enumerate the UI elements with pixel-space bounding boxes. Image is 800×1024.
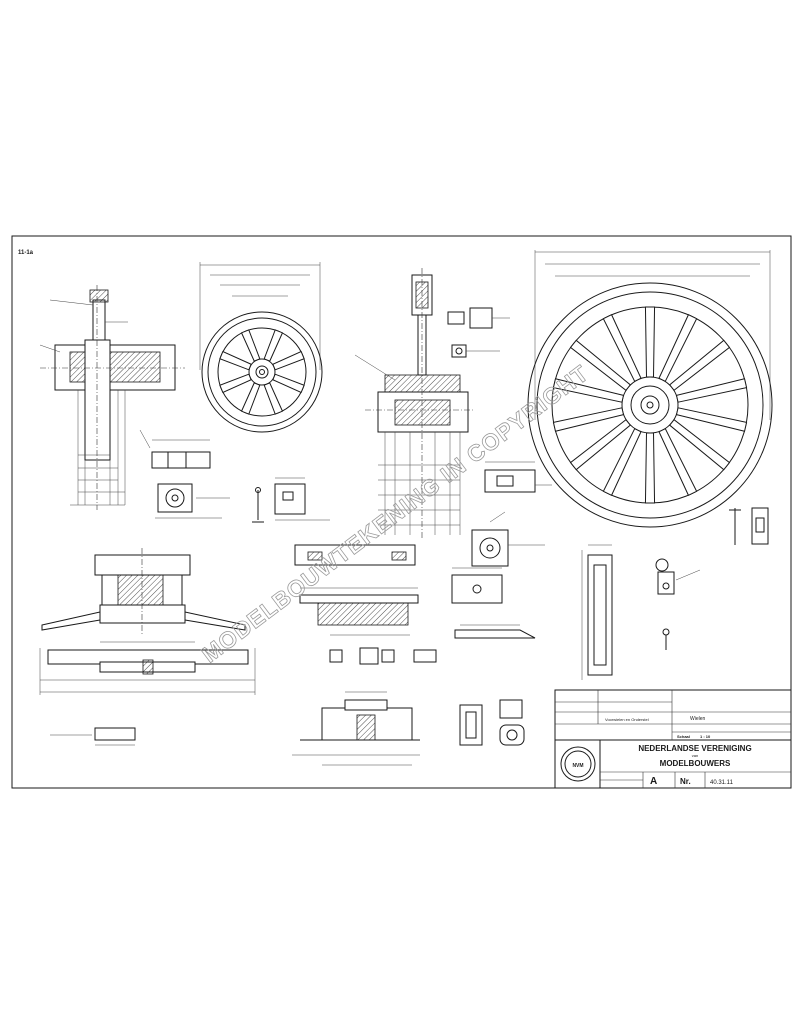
- rear-wheel-spoke: [569, 339, 631, 391]
- front-wheel-spoke: [263, 329, 284, 362]
- society-logo: NVM: [560, 746, 596, 782]
- pin-detail: [252, 487, 264, 523]
- rear-wheel-view: [527, 250, 773, 528]
- rear-wheel-spoke: [658, 428, 698, 496]
- society-name: NEDERLANDSE VERENIGING: [638, 744, 751, 753]
- bolster-section: [294, 544, 419, 636]
- drawing-subtitle: Voorwielen en Onderstel: [605, 717, 649, 722]
- washer-detail: [155, 483, 230, 519]
- rear-wheel-spoke: [658, 314, 698, 382]
- number-value: 40.31.11: [710, 780, 734, 786]
- linch-pin-detail: [729, 507, 769, 545]
- sheet-border: [11, 235, 792, 789]
- key-block-detail: [139, 429, 211, 469]
- front-wheel-spoke: [263, 382, 284, 415]
- spoke-side-view: [581, 544, 613, 680]
- key-block-middle: [484, 461, 552, 493]
- front-wheel-spoke: [272, 373, 305, 394]
- rear-wheel-spoke: [669, 339, 731, 391]
- axle-tree-front-view: [41, 548, 246, 635]
- title-block: [554, 689, 792, 789]
- section-details-middle: [447, 307, 510, 358]
- number-label: Nr.: [680, 777, 691, 786]
- rear-wheel-spoke: [675, 378, 748, 403]
- logo-text: NVM: [572, 763, 583, 769]
- rear-wheel-spoke: [552, 378, 625, 403]
- scale-label: Schaal: [677, 734, 690, 739]
- front-wheel-spoke: [219, 350, 252, 371]
- drawing-name: Wielen: [690, 716, 706, 722]
- front-wheel-spoke: [240, 382, 261, 415]
- rear-wheel-spoke: [675, 407, 748, 432]
- scale-value: 1 : 10: [700, 734, 711, 739]
- rear-wheel-spoke: [644, 306, 656, 378]
- middle-hub-section: [354, 268, 475, 540]
- rear-wheel-spoke: [669, 419, 731, 471]
- lower-small-parts: [459, 699, 525, 746]
- rear-wheel-spoke: [644, 432, 656, 504]
- trestle-block: [451, 567, 536, 639]
- rear-wheel-spoke: [569, 419, 631, 471]
- society-name-sub: van: [692, 753, 698, 758]
- sheet-id: 11-1a: [18, 250, 34, 256]
- small-parts-row: [329, 647, 437, 665]
- sheet-code: A: [650, 776, 657, 787]
- washer-middle: [471, 511, 545, 567]
- hub-section-view: [39, 285, 185, 510]
- rear-wheel-spoke: [602, 428, 642, 496]
- wedge-block-detail: [274, 477, 330, 521]
- front-wheel-view: [199, 262, 323, 433]
- lower-block-view: [292, 691, 420, 766]
- front-wheel-spoke: [240, 329, 261, 362]
- front-wheel-spoke: [272, 350, 305, 371]
- front-wheel-spoke: [219, 373, 252, 394]
- hook-detail: [655, 558, 701, 650]
- rear-wheel-spoke: [602, 314, 642, 382]
- clip-detail: [50, 727, 136, 746]
- axle-plan-view: [39, 641, 256, 695]
- society-name-line2: MODELBOUWERS: [660, 759, 731, 768]
- rear-wheel-spoke: [552, 407, 625, 432]
